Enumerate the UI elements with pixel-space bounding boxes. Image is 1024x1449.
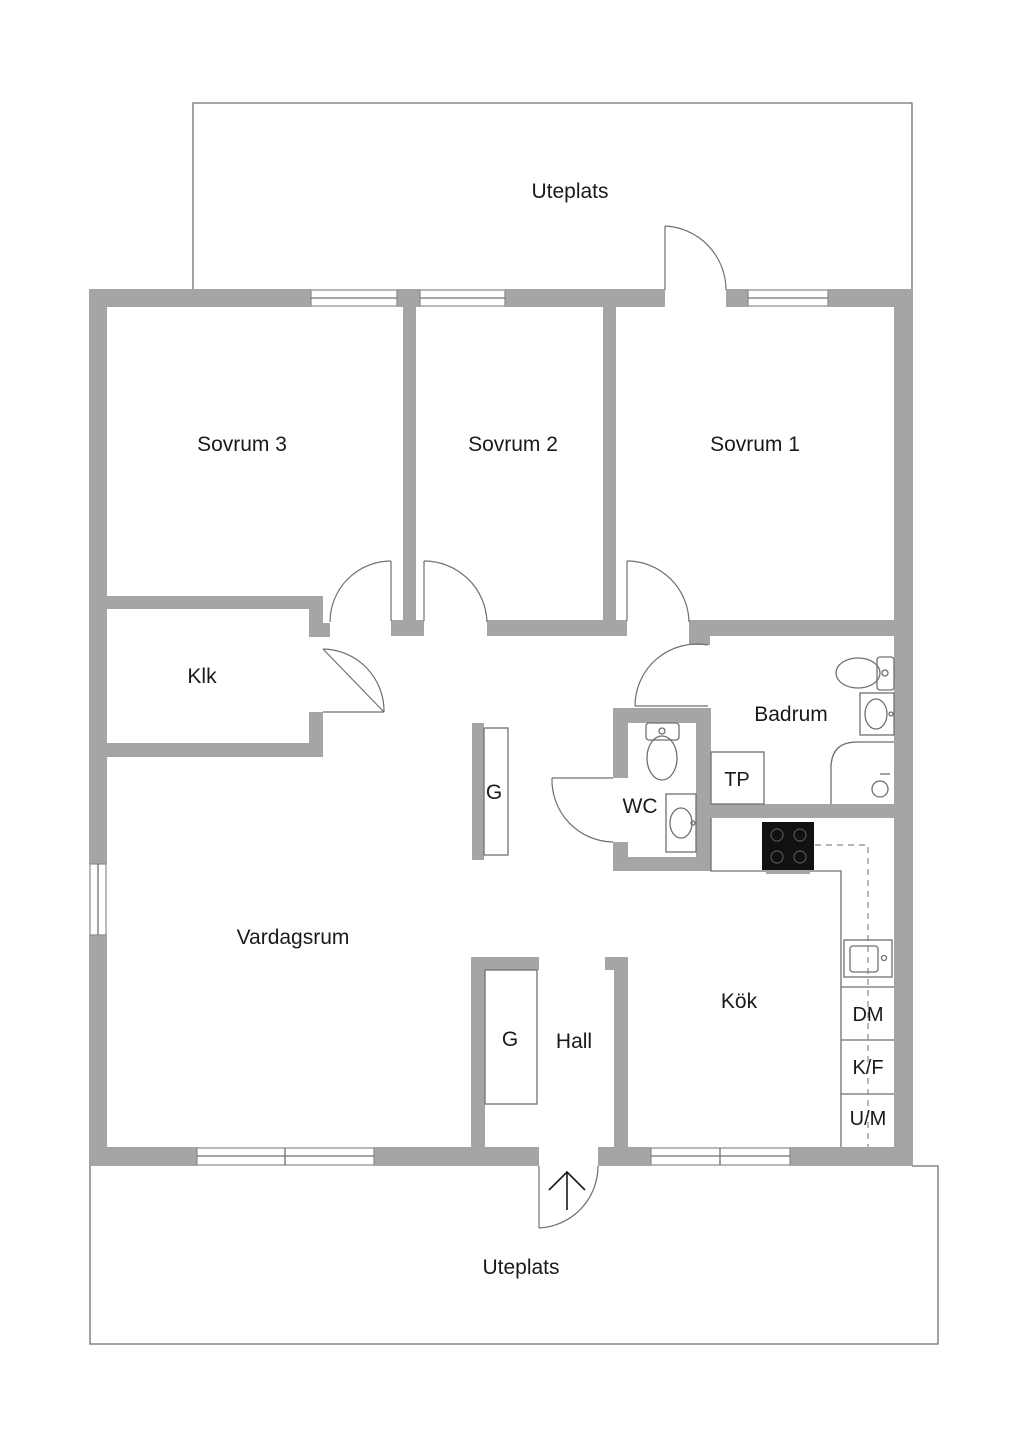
label-sovrum-1: Sovrum 1 <box>710 433 800 456</box>
label-uteplats-bottom: Uteplats <box>482 1256 559 1279</box>
label-dm: DM <box>852 1004 883 1026</box>
wc-sink-icon <box>665 793 697 853</box>
stove-icon <box>762 822 814 874</box>
label-hall: Hall <box>556 1030 592 1053</box>
label-wc: WC <box>623 795 658 818</box>
label-badrum: Badrum <box>754 703 828 726</box>
label-wardrobe-center: G <box>486 781 502 804</box>
entrance-arrow-icon <box>548 1170 586 1210</box>
kitchen-counter <box>710 818 894 1147</box>
exterior-walls <box>89 289 913 1166</box>
interior-walls <box>107 307 894 1147</box>
kitchen-sink-icon <box>843 939 893 978</box>
label-klk: Klk <box>187 665 217 688</box>
tp-cabinet <box>710 751 765 805</box>
windows <box>89 289 829 1166</box>
label-sovrum-3: Sovrum 3 <box>197 433 287 456</box>
wardrobe-center <box>472 723 509 860</box>
label-sovrum-2: Sovrum 2 <box>468 433 558 456</box>
patio-bottom <box>89 1165 939 1345</box>
label-vardagsrum: Vardagsrum <box>237 926 350 949</box>
wc-toilet-icon <box>645 722 680 781</box>
label-kf: K/F <box>852 1057 883 1079</box>
shower-icon <box>830 741 894 804</box>
wardrobe-hall <box>484 969 538 1105</box>
doors <box>322 225 727 1229</box>
label-wardrobe-hall: G <box>502 1028 518 1051</box>
label-um: U/M <box>850 1108 887 1130</box>
toilet-icon <box>835 656 895 691</box>
label-uteplats-top: Uteplats <box>531 180 608 203</box>
patio-top <box>192 102 913 290</box>
sink-icon <box>859 692 895 736</box>
label-kok: Kök <box>721 990 758 1013</box>
label-tp: TP <box>724 769 750 791</box>
